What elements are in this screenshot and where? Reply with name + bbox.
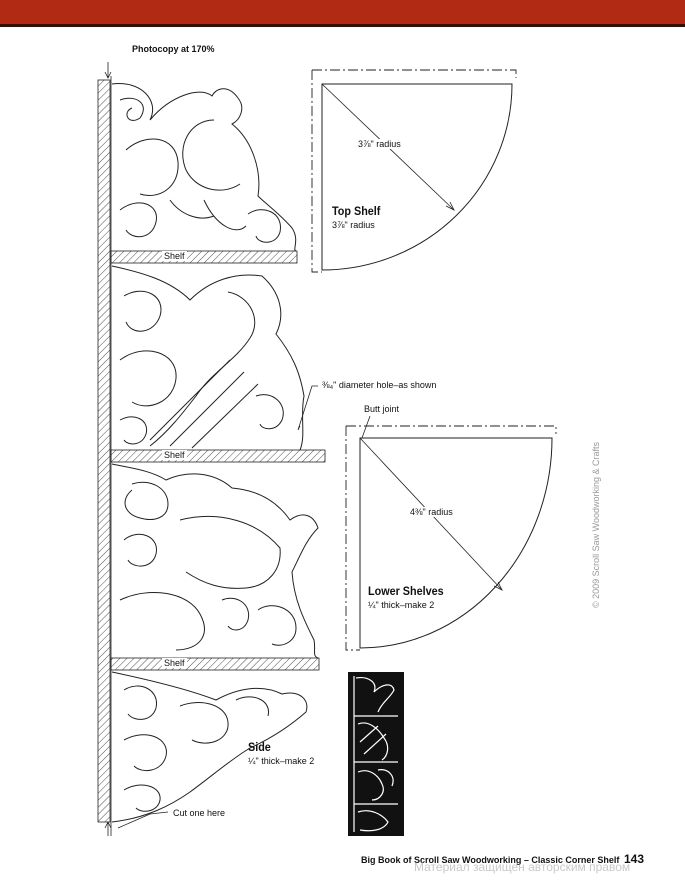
- shelf-bars: [110, 250, 326, 671]
- header-band: [0, 0, 685, 24]
- copyright-vertical: © 2009 Scroll Saw Woodworking & Crafts: [591, 441, 601, 608]
- butt-joint-label: Butt joint: [364, 404, 400, 414]
- header-rule: [0, 24, 685, 27]
- photocopy-note: Photocopy at 170%: [132, 44, 215, 54]
- top-shelf-shape: [311, 69, 517, 273]
- side-title: Side: [248, 740, 271, 754]
- finished-piece-thumbnail: [348, 672, 404, 836]
- top-shelf-spec: 3⅞" radius: [332, 220, 375, 230]
- shelf-label-1: Shelf: [162, 251, 187, 261]
- hole-pointer: [297, 385, 318, 431]
- hole-note: ⅜₄" diameter hole–as shown: [322, 380, 437, 390]
- page-number: 143: [624, 852, 645, 866]
- shelf-label-3: Shelf: [162, 658, 187, 668]
- back-strip: [97, 62, 112, 836]
- shelf-label-2: Shelf: [162, 450, 187, 460]
- lower-shelf-shape: [345, 425, 557, 651]
- cut-note: Cut one here: [173, 808, 226, 818]
- lower-shelves-spec: ¼" thick–make 2: [368, 600, 435, 610]
- scroll-outline: [111, 83, 319, 823]
- cut-pointer: [117, 811, 169, 829]
- butt-joint-pointer: [361, 415, 371, 439]
- lower-shelf-radius-label: 4⅜" radius: [410, 507, 453, 517]
- top-shelf-title: Top Shelf: [332, 204, 381, 218]
- watermark: Материал защищен авторским правом: [414, 860, 631, 874]
- lower-shelves-title: Lower Shelves: [368, 584, 444, 598]
- footer-book-title: Big Book of Scroll Saw Woodworking – Cla…: [361, 855, 620, 865]
- side-spec: ¼" thick–make 2: [248, 756, 315, 766]
- top-shelf-radius-label: 3⅞" radius: [358, 139, 401, 149]
